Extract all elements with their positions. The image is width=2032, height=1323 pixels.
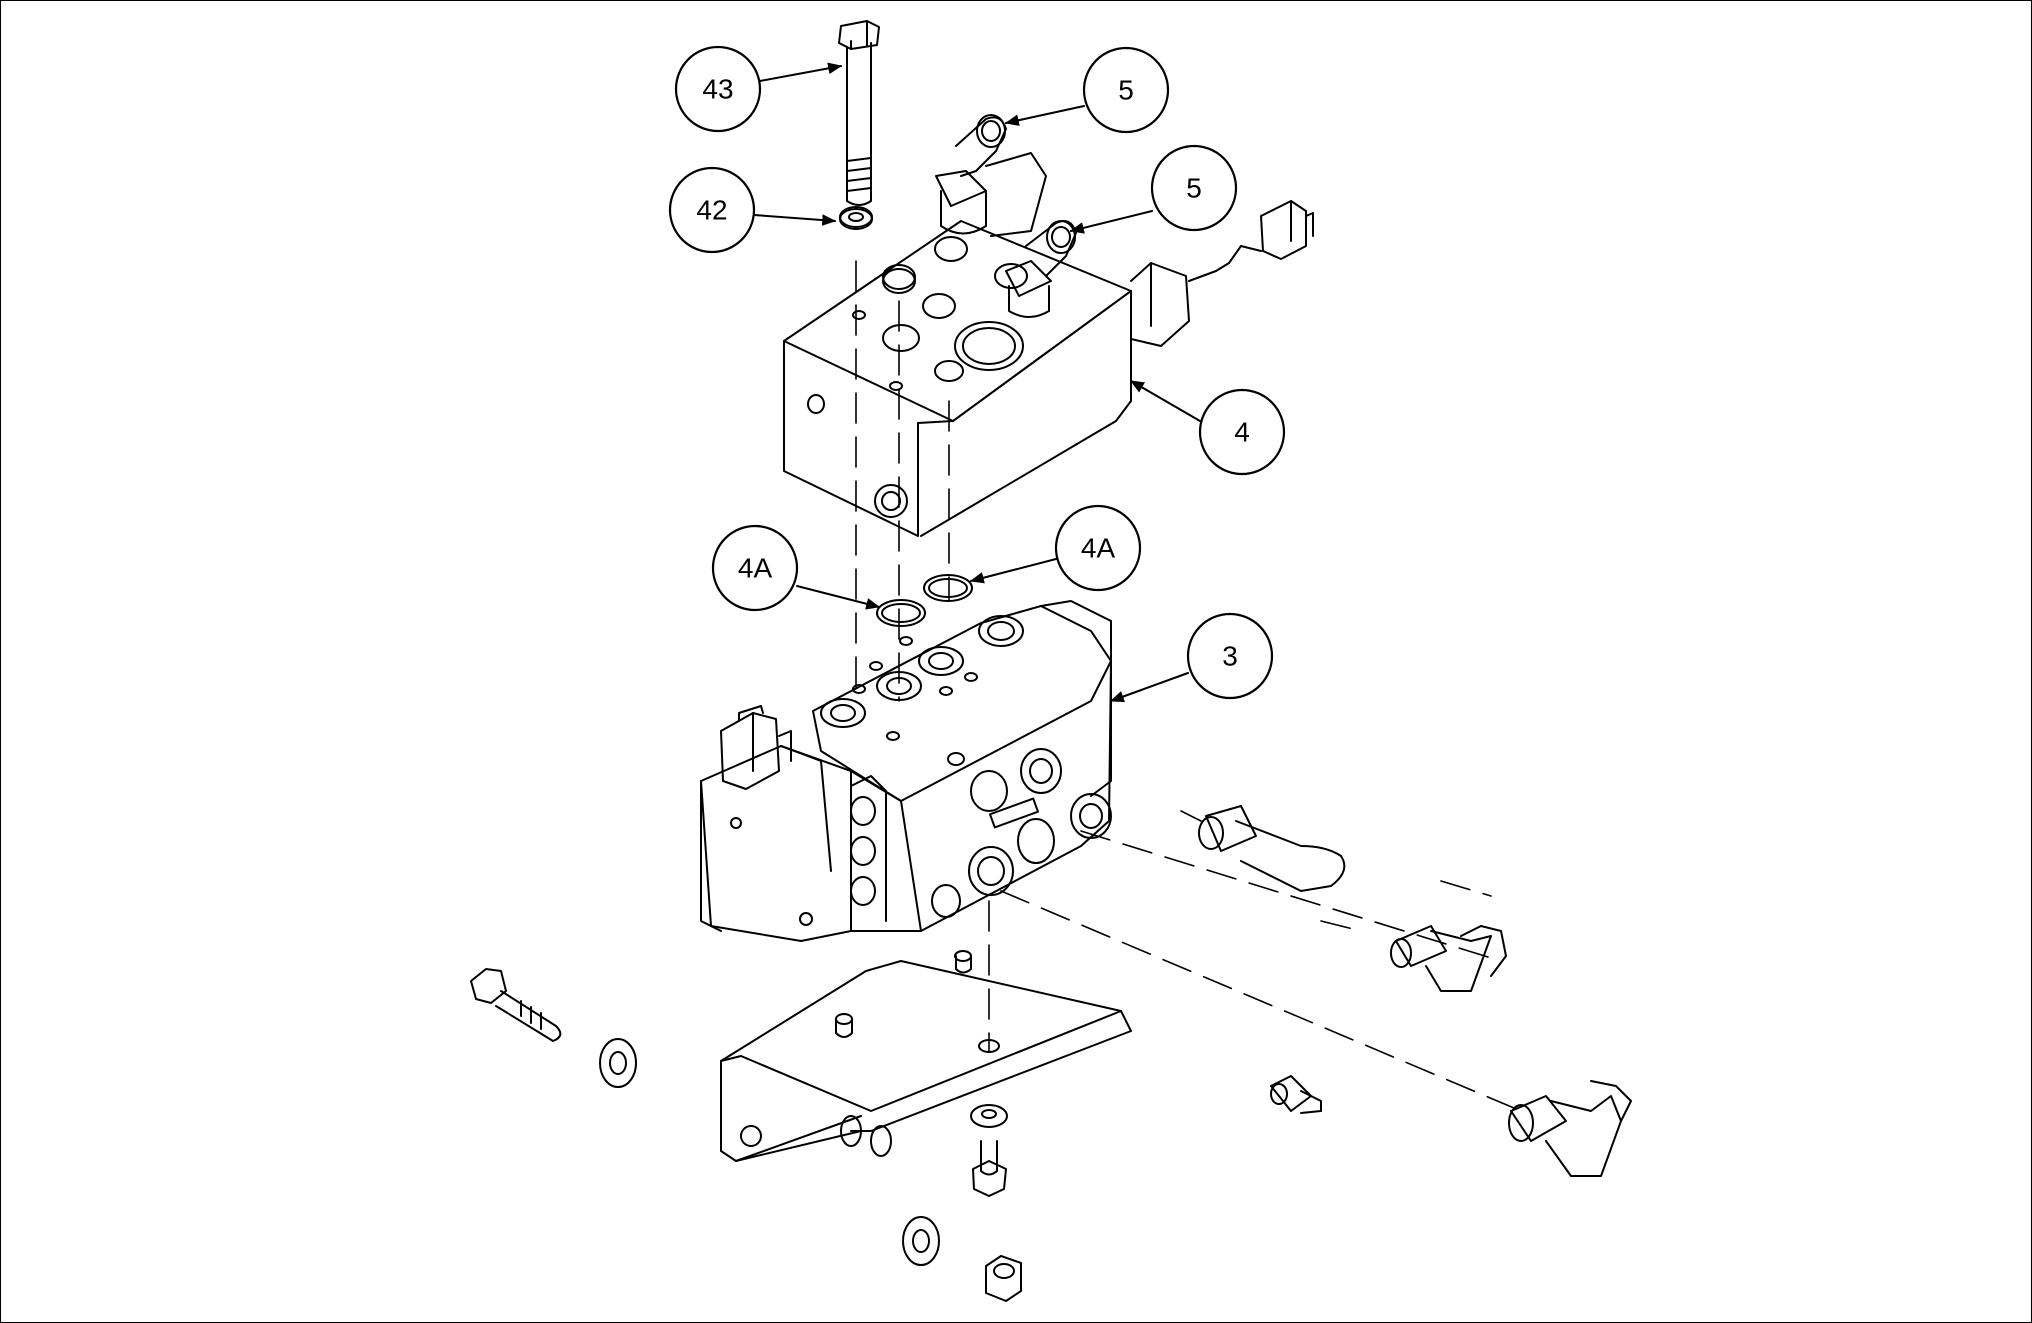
short-bolt-bottom (972, 1140, 1007, 1197)
long-bolt (838, 20, 880, 206)
elbow-fitting-right-upper (1390, 925, 1507, 992)
o-ring-left (876, 599, 926, 627)
callout-4 (1129, 380, 1286, 476)
washer-bottom (902, 1216, 940, 1266)
short-bolt (470, 968, 562, 1042)
callout-4a-left (711, 524, 881, 612)
o-ring-right (923, 574, 973, 602)
solenoid-connector (720, 705, 792, 790)
straight-elbow-fitting (1198, 805, 1346, 892)
callout-5-lower (1069, 144, 1238, 234)
callout-label-4a-left: 4A (738, 553, 773, 584)
cartridge-valve-block (783, 200, 1314, 537)
nut (985, 1255, 1022, 1302)
callout-3 (1109, 612, 1274, 703)
washer (839, 206, 873, 230)
callout-label-5-lower: 5 (1186, 173, 1202, 204)
callout-label-5-upper: 5 (1118, 75, 1134, 106)
solenoid-coil (700, 745, 852, 942)
callout-label-42: 42 (696, 195, 727, 226)
mounting-bracket (720, 950, 1132, 1162)
callout-label-4a-right: 4A (1081, 533, 1116, 564)
callout-label-3: 3 (1222, 641, 1238, 672)
small-fitting (1270, 1075, 1322, 1114)
elbow-fitting-lower (1005, 220, 1077, 318)
callout-4a-right (969, 504, 1142, 592)
callout-5-upper (1004, 46, 1170, 134)
washer-bottom-upper (970, 1104, 1008, 1128)
elbow-fitting-right-lower (1508, 1080, 1632, 1177)
callout-label-4: 4 (1234, 417, 1250, 448)
callout-label-43: 43 (702, 74, 733, 105)
valve-section (812, 600, 1112, 932)
alignment-lines (855, 260, 1522, 1112)
elbow-fitting-upper (935, 114, 1047, 237)
callout-42 (668, 166, 837, 254)
washer-left (599, 1038, 637, 1088)
callout-43 (674, 45, 843, 133)
